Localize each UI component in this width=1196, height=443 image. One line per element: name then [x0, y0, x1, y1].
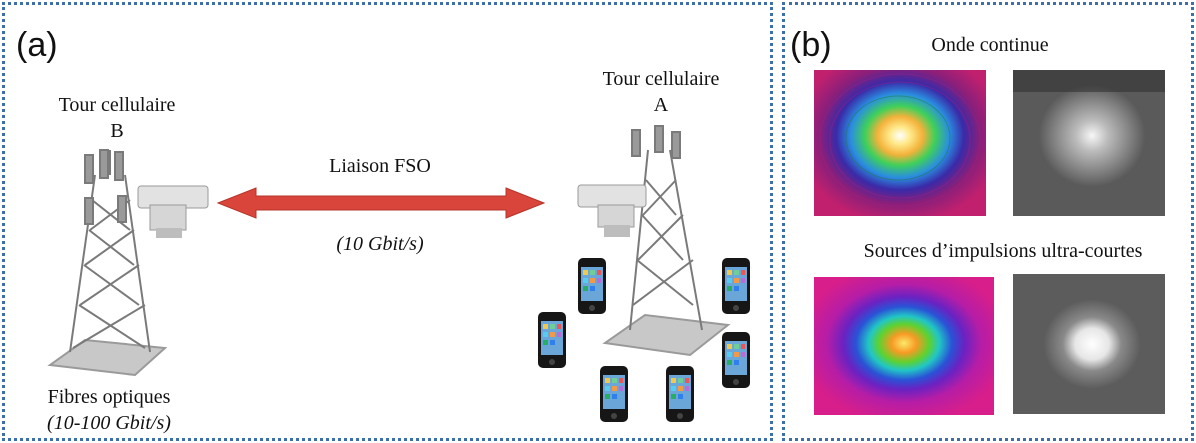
pulse-beam-grayscale-image: [1013, 274, 1165, 414]
pulse-beam-false-color-image: [814, 277, 994, 415]
smartphone: [666, 366, 694, 422]
fso-link-label: Liaison FSO: [329, 155, 431, 177]
fiber-label: Fibres optiques: [47, 386, 171, 408]
fso-terminal-b: [137, 185, 209, 238]
fso-link-rate: (10 Gbit/s): [336, 233, 424, 255]
smartphone: [578, 258, 606, 314]
smartphone: [722, 258, 750, 314]
panel-a-letter: (a): [16, 26, 58, 64]
panel-b-letter: (b): [790, 26, 832, 64]
fso-terminal-a: [577, 184, 647, 237]
tower-a: [602, 125, 731, 357]
cw-ring-texture: [819, 73, 981, 207]
pulse-title: Sources d’impulsions ultra-courtes: [863, 240, 1143, 262]
tower-b-label-line2: B: [110, 120, 124, 142]
smartphone: [538, 312, 566, 368]
panel-b: [782, 2, 1194, 441]
smartphone: [722, 332, 750, 388]
cw-beam-grayscale-image: [1013, 70, 1165, 216]
fiber-rate: (10-100 Gbit/s): [47, 412, 171, 434]
tower-b: [47, 149, 168, 377]
tower-a-label-line2: A: [653, 94, 669, 116]
panel-a: [2, 2, 773, 441]
cw-title: Onde continue: [931, 34, 1049, 56]
tower-a-label-line1: Tour cellulaire: [602, 68, 720, 90]
smartphone: [600, 366, 628, 422]
tower-b-label-line1: Tour cellulaire: [58, 94, 176, 116]
cw-beam-false-color-image: [814, 70, 986, 216]
fso-link-arrow: [216, 187, 546, 219]
